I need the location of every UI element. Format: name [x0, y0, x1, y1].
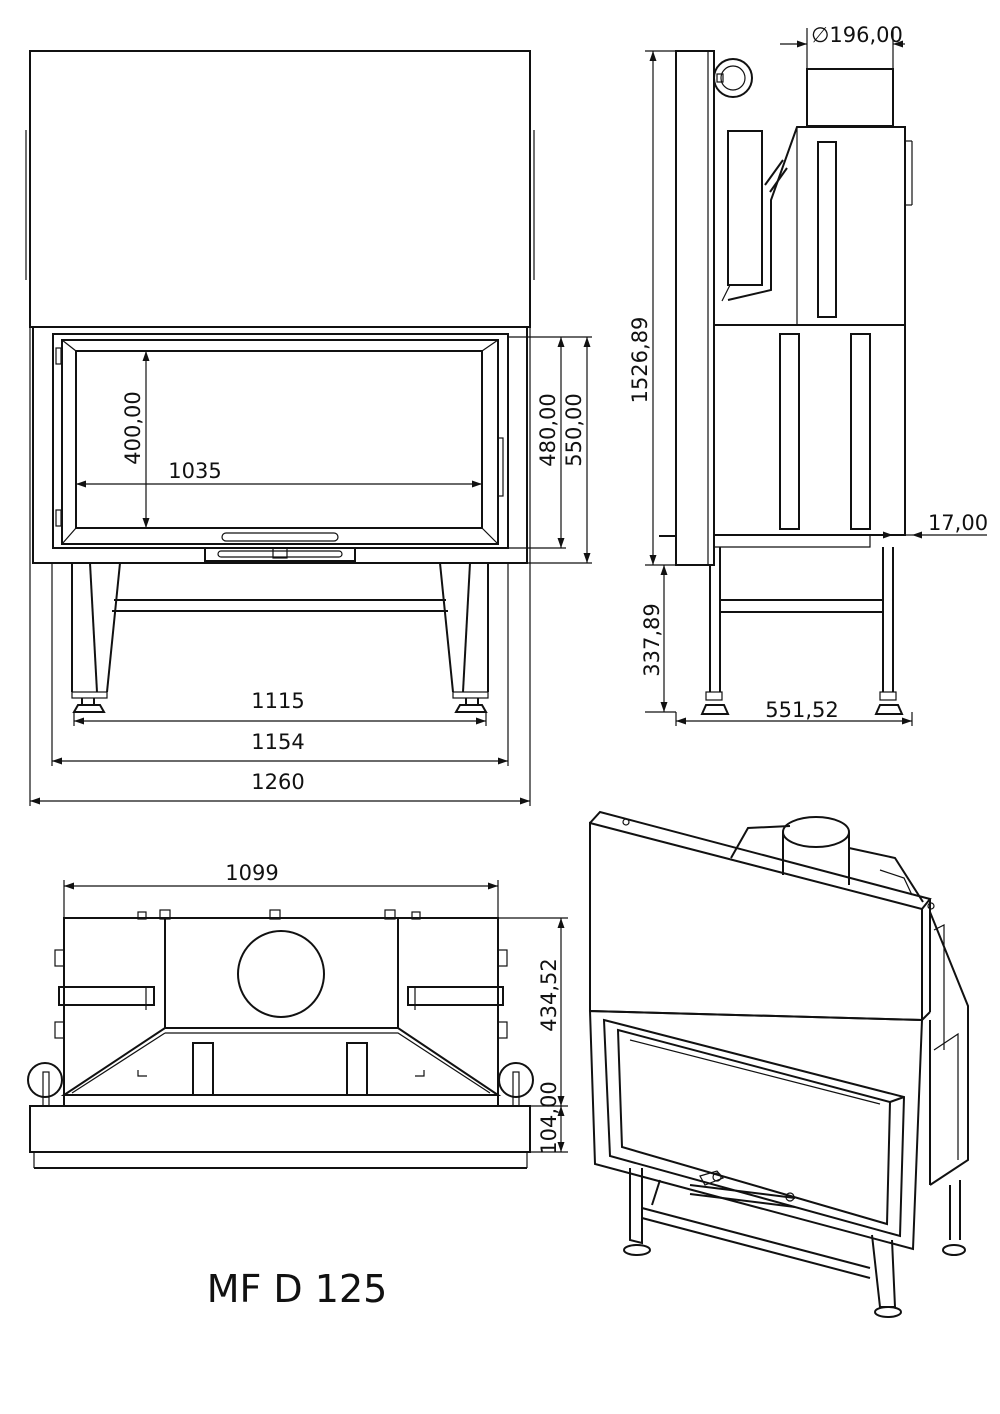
frame-width-dim: 1154 — [251, 730, 304, 754]
side-depth-dim: 551,52 — [765, 698, 838, 722]
glass-height-dim: 400,00 — [121, 391, 145, 464]
side-view: ∅196,00 1526,89 337,89 551,52 17,00 — [628, 23, 988, 726]
overall-width-dim: 1260 — [251, 770, 304, 794]
opening-height-dim: 550,00 — [562, 393, 586, 466]
leg-height-dim: 337,89 — [640, 603, 664, 676]
isometric-view — [588, 810, 969, 1318]
top-depth-dim: 434,52 — [537, 958, 561, 1031]
model-title: MF D 125 — [207, 1267, 388, 1311]
side-frame-depth-dim: 17,00 — [928, 511, 988, 535]
overall-height-dim: 1526,89 — [628, 317, 652, 404]
glass-width-dim: 1035 — [168, 459, 221, 483]
top-view: 1099 434,52 104,00 — [27, 861, 568, 1169]
top-width-dim: 1099 — [225, 861, 278, 885]
flue-diameter-dim: ∅196,00 — [811, 23, 903, 47]
legs-width-dim: 1115 — [251, 689, 304, 713]
door-height-dim: 480,00 — [536, 393, 560, 466]
top-frame-depth-dim: 104,00 — [537, 1081, 561, 1154]
front-view: 1035 400,00 480,00 550,00 1115 1154 1260 — [25, 50, 592, 806]
